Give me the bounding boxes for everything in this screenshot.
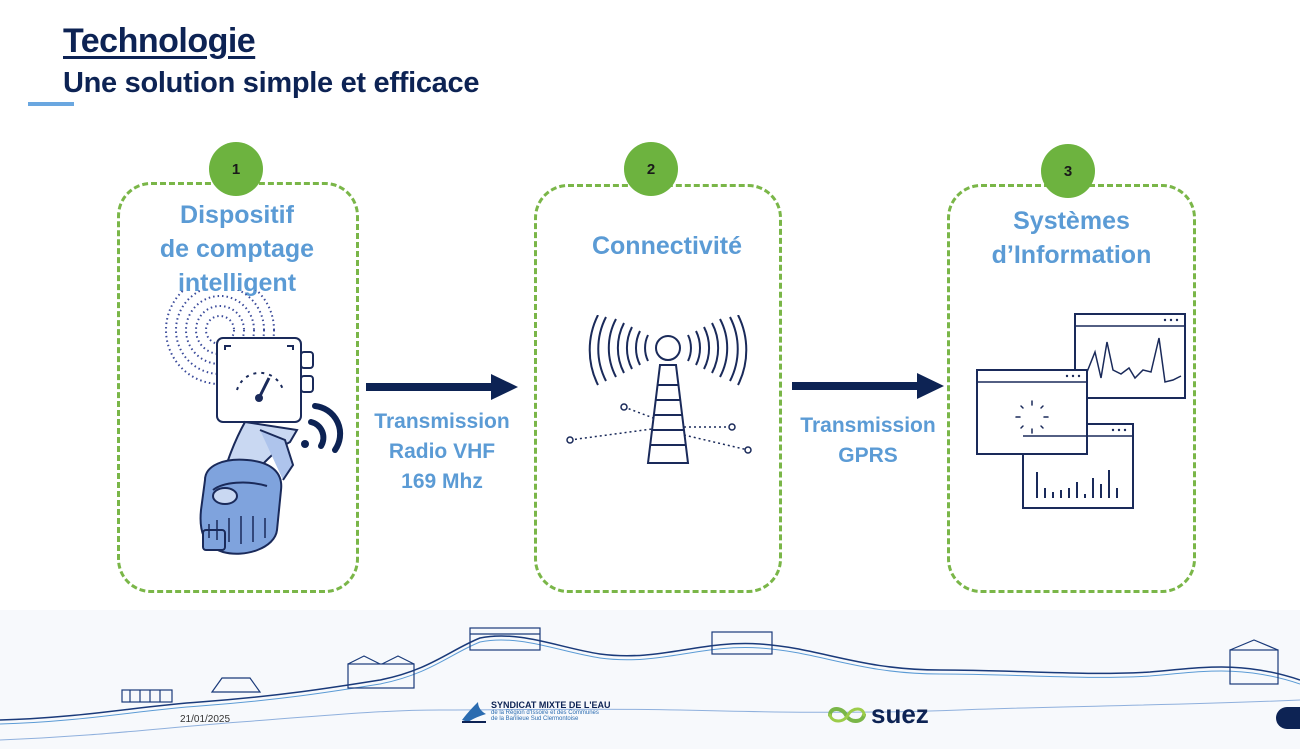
step-2-heading: Connectivité	[591, 232, 743, 260]
step-3-heading: Systèmes d’Information	[991, 207, 1152, 269]
step-1-heading: Dispositif de comptage intelligent	[159, 201, 315, 297]
page-subtitle: Une solution simple et efficace	[63, 67, 480, 99]
title-accent-line	[28, 102, 74, 106]
syndicat-logo-icon	[462, 702, 486, 723]
syndicat-logo-text: SYNDICAT MIXTE DE L'EAU de la Région d'I…	[491, 700, 611, 722]
page-badge	[1276, 707, 1300, 729]
footer-date: 21/01/2025	[180, 714, 231, 725]
arrow-2	[792, 373, 944, 399]
transmission-2-label: Transmission GPRS	[800, 414, 936, 467]
suez-logo-text: suez	[871, 699, 929, 729]
step-3-number-badge: 3	[1041, 144, 1095, 198]
dashboard-windows-icon	[976, 313, 1186, 509]
smart-meter-icon	[165, 290, 344, 555]
suez-logo-icon	[828, 707, 866, 723]
transmission-1-label: Transmission Radio VHF 169 Mhz	[374, 410, 510, 493]
step-1-number-badge: 1	[209, 142, 263, 196]
page-title: Technologie	[63, 22, 256, 60]
step-2-number-badge: 2	[624, 142, 678, 196]
antenna-tower-icon	[566, 315, 752, 464]
arrow-1	[366, 374, 518, 400]
footer-landscape	[0, 610, 1300, 749]
